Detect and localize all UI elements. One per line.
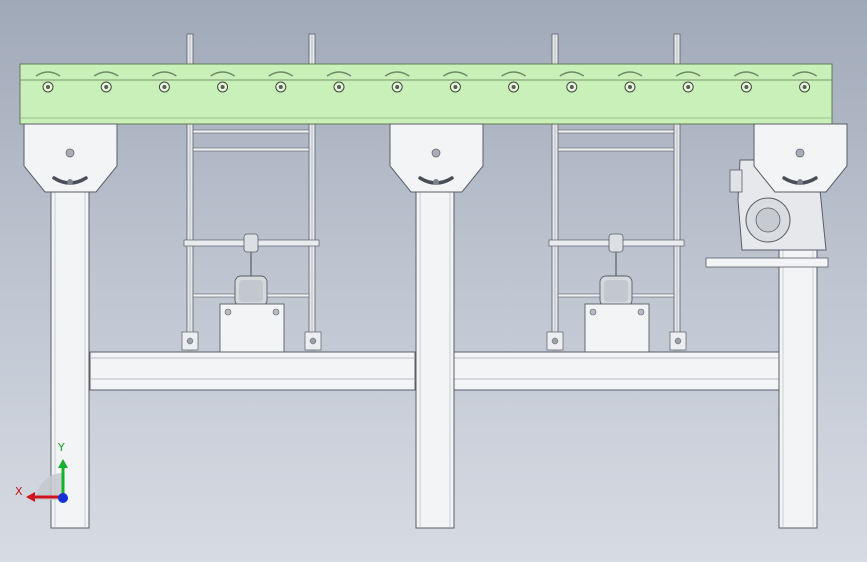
roller-top (792, 71, 817, 77)
slot-bolt (797, 179, 803, 185)
leg-post (50, 185, 90, 529)
bolt-hole (637, 308, 645, 316)
roller-axle-center (453, 85, 458, 89)
roller-top (210, 71, 235, 77)
output-shaft (755, 207, 781, 233)
conveyor-rail (19, 63, 833, 125)
leg-bracket (23, 123, 118, 193)
axis-x-label: X (15, 485, 23, 498)
foot-bolt (309, 337, 317, 345)
cylinder-shading (604, 280, 628, 302)
triad-plane (36, 473, 63, 500)
rail-body (19, 63, 833, 125)
roller-axle-center (802, 85, 807, 89)
bracket-bolt (65, 148, 75, 158)
roller-top (501, 71, 526, 77)
axis-z-dot (58, 493, 68, 503)
axis-y-label: Y (58, 441, 65, 454)
cylinder-shading (239, 280, 263, 302)
roller-top (675, 71, 701, 77)
roller-axle-center (278, 85, 283, 89)
bracket-bolt (795, 148, 805, 158)
roller-top (35, 71, 61, 77)
axis-y-arrowhead (58, 459, 68, 468)
roller-axle-center (686, 85, 691, 89)
roller-top (443, 71, 468, 77)
leg-post (415, 185, 455, 529)
motor-base-plate (705, 257, 829, 268)
lift-rods-layer (181, 33, 687, 353)
bracket-plate (23, 123, 118, 193)
leg-bracket (753, 123, 848, 193)
bolt-hole (224, 308, 232, 316)
bracket-plate (753, 123, 848, 193)
ladder-rung (557, 147, 675, 152)
foot-bolt (674, 337, 682, 345)
slot-bolt (67, 179, 73, 185)
bracket-plate (389, 123, 484, 193)
ladder-rung (192, 147, 310, 152)
floor-beam (89, 351, 416, 391)
support-leg (415, 185, 455, 529)
bracket-bolt (431, 148, 441, 158)
roller-axle-center (744, 85, 749, 89)
roller-axle-center (46, 85, 50, 89)
gear-motor (705, 159, 829, 268)
roller-axle-center (569, 85, 574, 89)
sprocket (243, 233, 259, 253)
roller-axle-center (511, 85, 516, 89)
roller-top (617, 71, 643, 77)
support-leg (50, 185, 90, 529)
roller-axle-center (628, 85, 632, 89)
input-shaft (729, 169, 743, 193)
roller-top (559, 71, 585, 77)
ladder-rung (192, 129, 310, 134)
roller-top (326, 71, 352, 77)
front-details-layer (23, 123, 848, 193)
roller-axle-center (337, 85, 341, 89)
lift-unit (546, 33, 687, 353)
axis-x-arrowhead (26, 492, 35, 502)
lift-unit (181, 33, 322, 353)
ladder-rung (557, 129, 675, 134)
leg-bracket (389, 123, 484, 193)
roller-axle-center (162, 85, 167, 89)
bolt-hole (272, 308, 280, 316)
roller-top (268, 71, 294, 77)
foot-bolt (551, 337, 559, 345)
conveyor-rail-layer (19, 63, 833, 125)
roller-top (734, 71, 759, 77)
roller-axle-center (220, 85, 225, 89)
bolt-hole (589, 308, 597, 316)
roller-axle-center (104, 85, 109, 89)
sprocket (608, 233, 624, 253)
roller-top (93, 71, 119, 77)
view-triad[interactable] (26, 459, 68, 503)
frame-layer (50, 159, 829, 529)
roller-top (152, 71, 177, 77)
slot-bolt (433, 179, 439, 185)
floor-beam (452, 351, 781, 391)
roller-axle-center (395, 85, 400, 89)
roller-top (384, 71, 410, 77)
foot-bolt (186, 337, 194, 345)
